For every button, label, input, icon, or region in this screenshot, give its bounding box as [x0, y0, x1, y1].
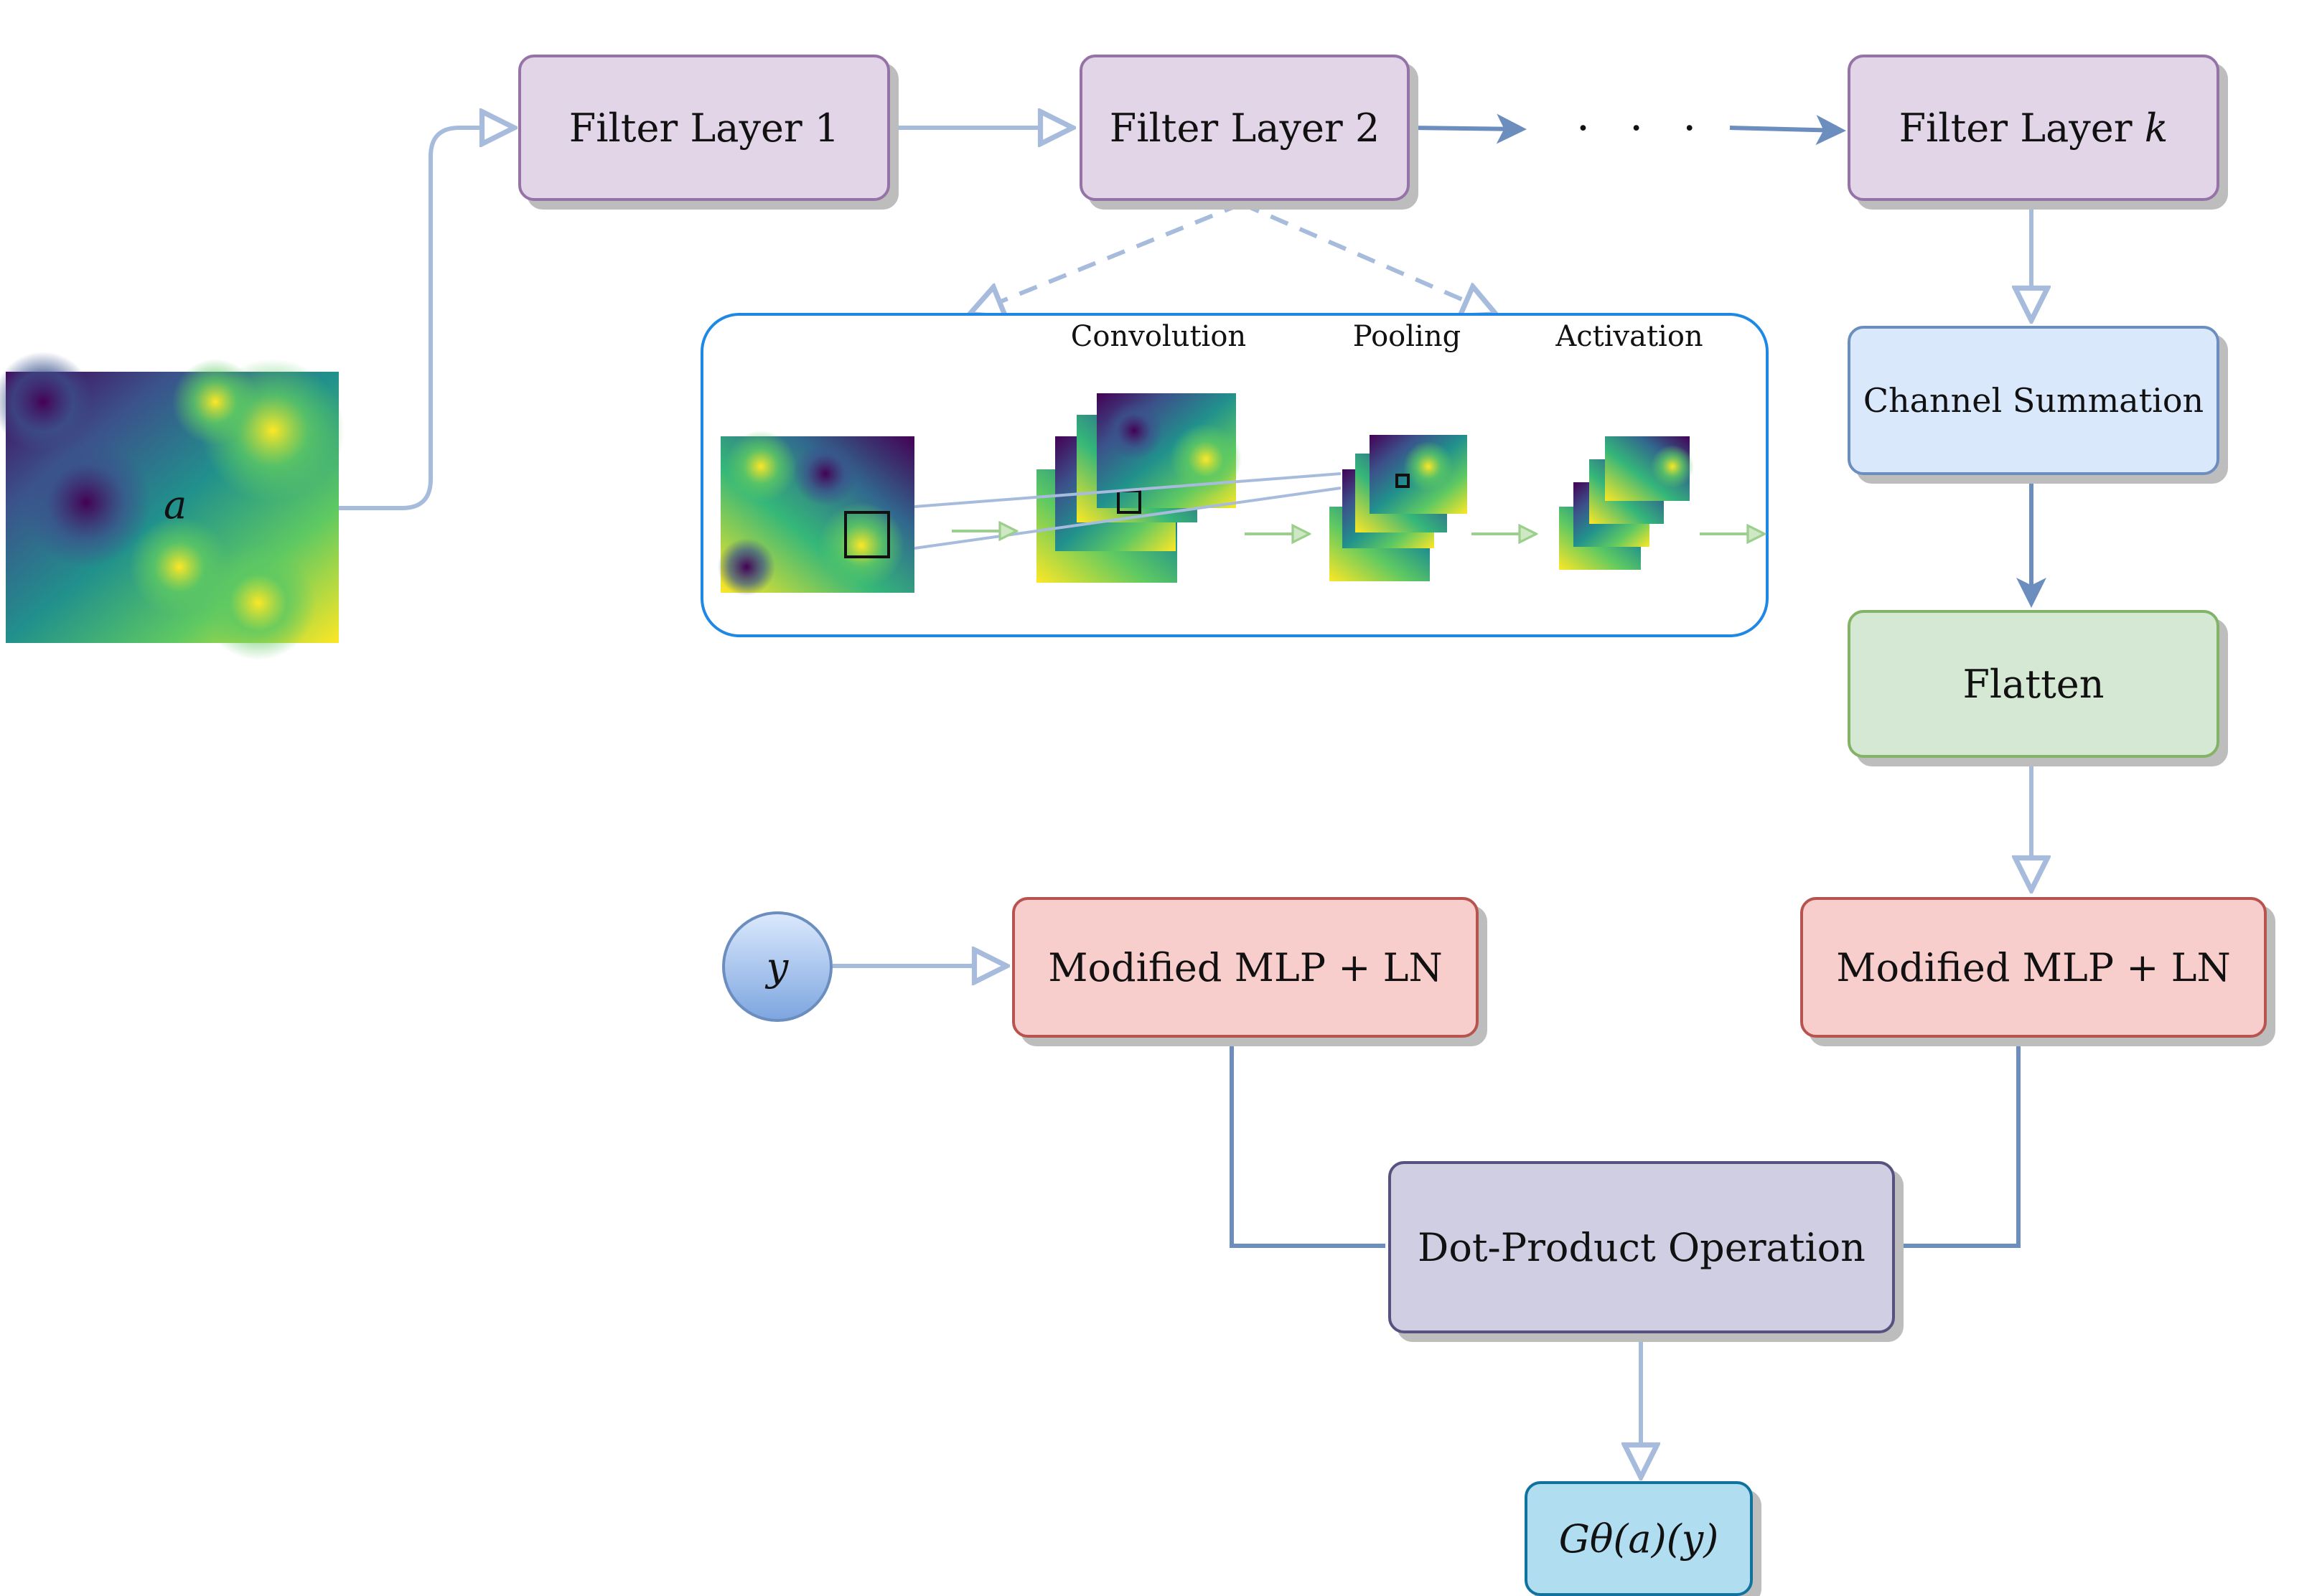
- channel-summation-box: Channel Summation: [1848, 326, 2219, 475]
- stage-label-activation: Activation: [1555, 320, 1703, 353]
- flatten-label: Flatten: [1962, 661, 2105, 707]
- output-box: Gθ(a)(y): [1525, 1481, 1753, 1596]
- mlp-left-box: Modified MLP + LN: [1012, 897, 1479, 1038]
- panel-input-feature-map: [718, 431, 914, 596]
- filter-layer-2-box: Filter Layer 2: [1080, 55, 1410, 201]
- dot-product-box: Dot-Product Operation: [1388, 1161, 1895, 1333]
- dashed-expand-right: [1240, 202, 1493, 313]
- channel-summation-label: Channel Summation: [1863, 381, 2204, 420]
- receptive-field-line-bottom: [914, 487, 1342, 550]
- filter-layer-k-variable: k: [2144, 105, 2168, 151]
- arrow-ellipsis-to-filterk: [1729, 115, 1846, 146]
- stage-label-pooling: Pooling: [1352, 320, 1461, 353]
- stage-label-convolution: Convolution: [1070, 320, 1247, 353]
- filter-layer-k-label: Filter Layer k: [1899, 105, 2168, 151]
- input-label-a: a: [164, 482, 187, 527]
- flatten-box: Flatten: [1848, 610, 2219, 758]
- filter-layer-1-label: Filter Layer 1: [568, 105, 840, 151]
- filter-layer-k-box: Filter Layer k: [1848, 55, 2219, 201]
- filter-layer-1-box: Filter Layer 1: [518, 55, 890, 201]
- mlp-right-box: Modified MLP + LN: [1800, 897, 2267, 1038]
- output-label: Gθ(a)(y): [1558, 1516, 1719, 1562]
- connector-mlp-left-to-dot: [1230, 1038, 1385, 1248]
- dot-product-label: Dot-Product Operation: [1418, 1224, 1866, 1270]
- arrow-input-to-filter1: [339, 128, 511, 510]
- arrow-filter2-to-ellipsis: [1409, 113, 1527, 144]
- dashed-expand-left: [973, 202, 1243, 313]
- mlp-right-label: Modified MLP + LN: [1836, 944, 2231, 990]
- convolution-feature-maps: [1036, 393, 1242, 583]
- query-point-y-label: y: [766, 944, 789, 990]
- filter-layer-2-label: Filter Layer 2: [1109, 105, 1380, 151]
- pooling-feature-maps: [1329, 435, 1467, 581]
- filter-layers-ellipsis: · · ·: [1576, 103, 1710, 154]
- activation-feature-maps: [1559, 436, 1694, 570]
- mlp-left-label: Modified MLP + LN: [1048, 944, 1443, 990]
- receptive-field-line-top: [914, 472, 1342, 508]
- connector-mlp-right-to-dot: [1894, 1038, 2021, 1248]
- input-field-image: [0, 352, 345, 660]
- query-point-y: y: [722, 911, 833, 1022]
